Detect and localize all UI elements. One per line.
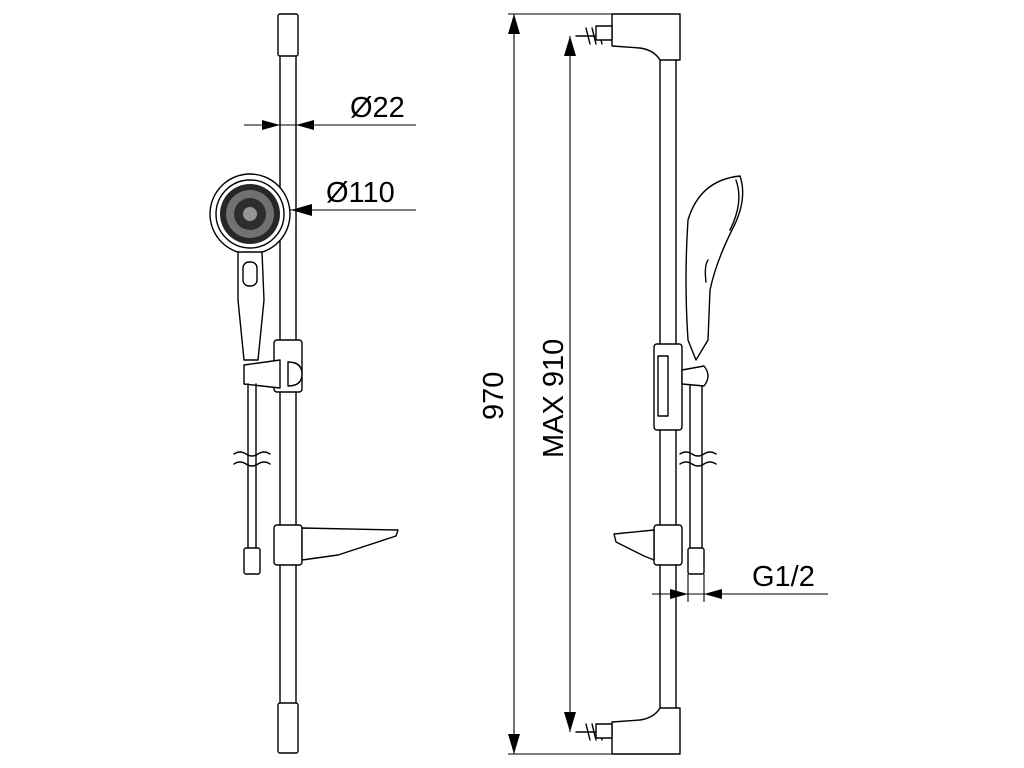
total-height-label: 970 (478, 372, 510, 420)
front-rail (277, 13, 299, 754)
max-mounting-label: MAX 910 (538, 339, 570, 458)
tube-diameter-label: Ø22 (350, 92, 405, 124)
front-view: Ø22 Ø110 (209, 13, 416, 754)
front-shelf (273, 524, 399, 566)
head-diameter-label: Ø110 (326, 177, 395, 209)
side-bottom-bracket (575, 707, 681, 755)
thread-dimension: G1/2 (652, 561, 828, 602)
side-shelf (613, 524, 683, 566)
head-diameter-dimension: Ø110 (290, 177, 416, 216)
total-height-dimension: 970 (478, 13, 612, 755)
max-mounting-dimension: MAX 910 (538, 36, 576, 732)
side-slider (653, 343, 709, 431)
side-shower-head (679, 175, 744, 575)
side-view: 970 MAX 910 (478, 13, 828, 755)
side-top-bracket (575, 13, 681, 61)
front-slider (243, 339, 303, 393)
side-rail (659, 59, 677, 709)
tube-diameter-dimension: Ø22 (244, 92, 416, 130)
front-shower-head (209, 173, 291, 575)
thread-label: G1/2 (752, 561, 815, 593)
